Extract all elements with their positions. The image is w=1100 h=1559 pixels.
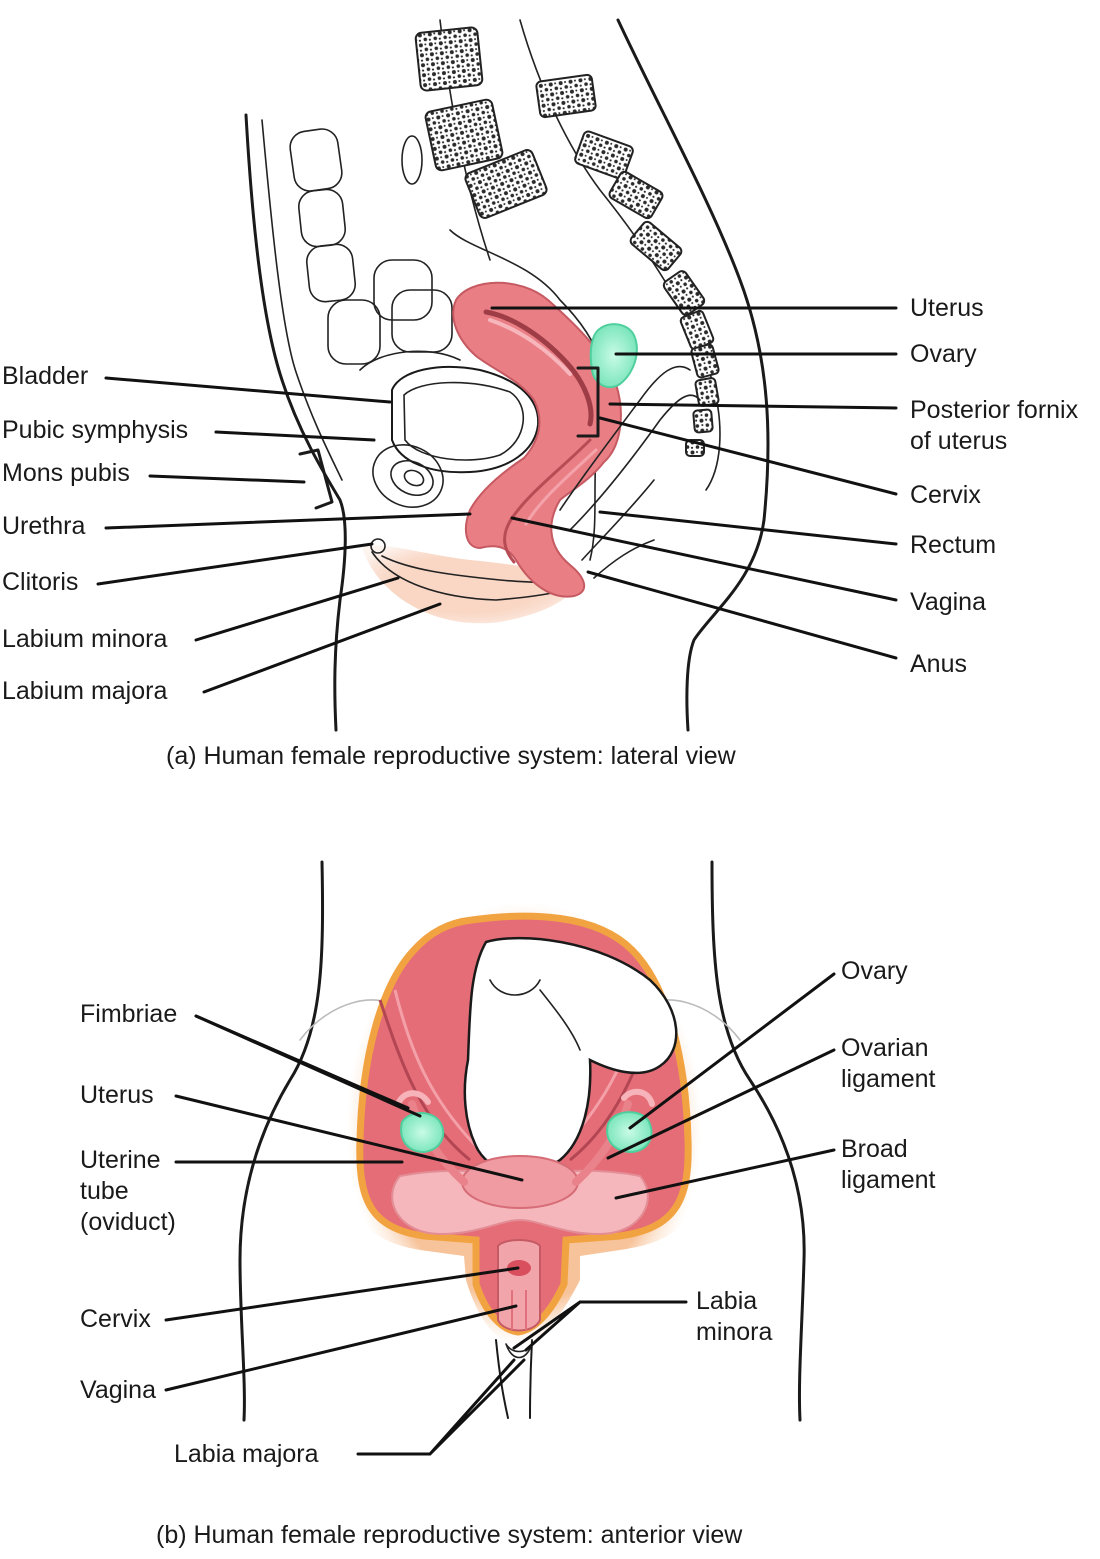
body-outline-back bbox=[616, 18, 770, 732]
body-outline-front bbox=[244, 113, 347, 732]
fimbriae-shape bbox=[395, 1090, 431, 1107]
uterus-lateral-shape bbox=[452, 281, 622, 598]
leader-labium-minora bbox=[194, 576, 400, 642]
bladder-shape bbox=[391, 365, 540, 474]
ovary-left-shape bbox=[400, 1112, 445, 1154]
uterus-anterior-shape bbox=[461, 1155, 579, 1209]
leader-urethra bbox=[104, 512, 472, 530]
body-outline-right bbox=[710, 860, 806, 1422]
label-posterior-fornix-1: Posterior fornix bbox=[910, 396, 1079, 424]
label-ovary-anterior: Ovary bbox=[841, 957, 908, 985]
label-mons-pubis: Mons pubis bbox=[2, 459, 130, 487]
leader-bladder bbox=[104, 376, 392, 404]
lateral-view bbox=[244, 18, 770, 732]
anterior-view bbox=[238, 860, 806, 1422]
leader-posterior-fornix bbox=[608, 402, 898, 410]
label-uterine-tube-1: Uterine bbox=[80, 1146, 161, 1174]
leader-labia-minora bbox=[512, 1300, 688, 1352]
label-cervix-lateral: Cervix bbox=[910, 481, 981, 509]
labia-majora-shape bbox=[362, 545, 572, 624]
fornix-bracket bbox=[576, 366, 600, 438]
label-vagina-anterior: Vagina bbox=[80, 1376, 156, 1404]
anterior-leader-lines bbox=[164, 972, 836, 1456]
leader-labium-majora bbox=[202, 602, 442, 694]
caption-lateral: (a) Human female reproductive system: la… bbox=[166, 742, 736, 770]
label-anus: Anus bbox=[910, 650, 967, 678]
label-cervix-anterior: Cervix bbox=[80, 1305, 151, 1333]
label-rectum: Rectum bbox=[910, 531, 997, 559]
leader-vagina-anterior bbox=[164, 1304, 518, 1392]
caption-anterior: (b) Human female reproductive system: an… bbox=[156, 1521, 743, 1549]
label-uterus-anterior: Uterus bbox=[80, 1081, 154, 1109]
label-bladder: Bladder bbox=[2, 362, 89, 390]
leader-labia-majora bbox=[356, 1358, 526, 1456]
label-posterior-fornix-2: of uterus bbox=[910, 427, 1008, 455]
intestine-anterior bbox=[463, 936, 678, 1174]
leader-ovarian-ligament bbox=[606, 1048, 836, 1160]
leader-rectum bbox=[598, 510, 898, 546]
leader-ovary-anterior bbox=[628, 972, 836, 1130]
abdominal-wall bbox=[261, 119, 343, 481]
label-broad-ligament-1: Broad bbox=[841, 1135, 908, 1163]
label-fimbriae: Fimbriae bbox=[80, 1000, 178, 1028]
label-ovarian-ligament-1: Ovarian bbox=[841, 1034, 929, 1062]
label-labium-minora: Labium minora bbox=[2, 625, 168, 653]
label-pubic-symphysis: Pubic symphysis bbox=[2, 416, 189, 444]
leader-cervix-anterior bbox=[164, 1266, 520, 1322]
label-vagina-lateral: Vagina bbox=[910, 588, 986, 616]
leader-uterus-anterior bbox=[174, 1094, 524, 1182]
label-labia-minora-1: Labia bbox=[696, 1287, 758, 1315]
leader-mons-pubis bbox=[148, 474, 306, 484]
label-labium-majora: Labium majora bbox=[2, 677, 168, 705]
leader-pubic-symphysis bbox=[214, 430, 376, 442]
vagina-anterior-shape bbox=[497, 1239, 541, 1332]
label-uterus-lateral: Uterus bbox=[910, 294, 984, 322]
leader-anus bbox=[586, 570, 898, 660]
leader-vagina bbox=[510, 516, 898, 602]
leader-broad-ligament bbox=[614, 1148, 836, 1200]
leader-cervix bbox=[598, 416, 898, 496]
label-uterine-tube-2: tube bbox=[80, 1177, 129, 1205]
label-urethra: Urethra bbox=[2, 512, 86, 540]
label-ovary-lateral: Ovary bbox=[910, 340, 977, 368]
label-labia-minora-2: minora bbox=[696, 1318, 773, 1346]
pubic-symphysis-shape bbox=[372, 444, 444, 508]
mons-pubis-bracket bbox=[298, 448, 334, 510]
leader-clitoris bbox=[96, 542, 374, 586]
body-outline-left bbox=[238, 860, 325, 1422]
label-broad-ligament-2: ligament bbox=[841, 1166, 936, 1194]
ovary-lateral-shape bbox=[589, 323, 638, 389]
lateral-leader-lines bbox=[96, 306, 898, 694]
label-labia-majora: Labia majora bbox=[174, 1440, 319, 1468]
label-ovarian-ligament-2: ligament bbox=[841, 1065, 936, 1093]
vertebral-column bbox=[414, 26, 720, 457]
label-clitoris: Clitoris bbox=[2, 568, 79, 596]
intestine-loops bbox=[289, 128, 461, 371]
leader-fimbriae-b bbox=[194, 1014, 422, 1118]
label-uterine-tube-3: (oviduct) bbox=[80, 1208, 176, 1236]
